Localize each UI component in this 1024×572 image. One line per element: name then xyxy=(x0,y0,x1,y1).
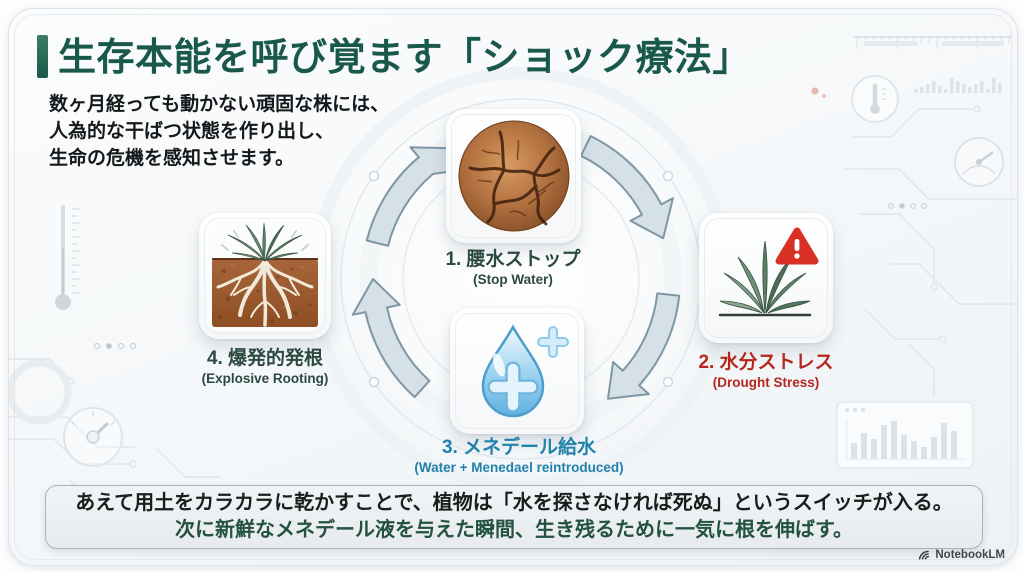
step2-label-en: (Drought Stress) xyxy=(712,375,820,390)
summary-line-1: あえて用土をカラカラに乾かすことで、植物は「水を探さなければ死ぬ」というスイッチ… xyxy=(75,492,953,514)
mini-window-chart-icon xyxy=(836,401,974,469)
step3-label-jp: 3. メネデール給水 xyxy=(441,437,597,458)
step2-label: 2. 水分ストレス (Drought Stress) xyxy=(656,352,876,391)
step1-label-jp: 1. 腰水ストップ xyxy=(445,249,581,270)
pink-dots xyxy=(811,87,827,99)
arrow-step1-to-step2 xyxy=(580,135,674,240)
warning-triangle-icon xyxy=(775,227,819,265)
cracked-soil-image xyxy=(458,120,569,232)
step1-label: 1. 腰水ストップ (Stop Water) xyxy=(403,249,623,288)
ring-icon-left xyxy=(9,359,72,425)
subtitle: 数ヶ月経っても動かない頑固な株には、 人為的な干ばつ状態を作り出し、 生命の危機… xyxy=(49,91,389,172)
thermometer-circle-icon xyxy=(851,75,899,123)
step3-label-en: (Water + Menedael reintroduced) xyxy=(414,460,624,475)
step4-label-jp: 4. 爆発的発根 xyxy=(206,348,324,369)
step3-label: 3. メネデール給水 (Water + Menedael reintroduce… xyxy=(387,437,651,476)
infographic-slide: 生存本能を呼び覚ます「ショック療法」 数ヶ月経っても動かない頑固な株には、 人為… xyxy=(8,8,1018,566)
summary-box: あえて用土をカラカラに乾かすことで、植物は「水を探さなければ死ぬ」というスイッチ… xyxy=(45,485,983,549)
page-title: 生存本能を呼び覚ます「ショック療法」 xyxy=(58,37,752,79)
step1-label-en: (Stop Water) xyxy=(473,272,553,287)
dots-row-left xyxy=(93,342,137,350)
subtitle-line: 数ヶ月経っても動かない頑固な株には、 xyxy=(49,94,390,115)
step4-label: 4. 爆発的発根 (Explosive Rooting) xyxy=(155,348,375,387)
brand-name: NotebookLM xyxy=(935,548,1005,561)
bar-chart-icon xyxy=(914,78,1002,93)
step1-card xyxy=(446,109,581,243)
thermometer-icon-left xyxy=(55,205,80,310)
brand-footer: NotebookLM xyxy=(918,548,1005,561)
subtitle-line: 人為的な干ばつ状態を作り出し、 xyxy=(49,121,335,142)
summary-line-2: 次に新鮮なメネデール液を与えた瞬間、生き残るために一気に根を伸ばす。 xyxy=(175,519,853,541)
step2-card xyxy=(699,213,833,343)
title-accent-bar xyxy=(37,35,48,78)
subtitle-line: 生命の危機を感知させます。 xyxy=(49,148,295,169)
water-drop-image xyxy=(481,324,569,418)
notebooklm-logo-icon xyxy=(919,550,930,560)
circuit-traces-right xyxy=(844,105,1017,397)
step4-card xyxy=(199,213,331,339)
dots-row-right xyxy=(887,203,927,210)
gauge-icon-left xyxy=(63,407,123,467)
step4-label-en: (Explosive Rooting) xyxy=(201,371,329,386)
arrow-step3-to-step4 xyxy=(351,278,431,399)
ruler-icon xyxy=(854,36,1012,49)
agave-plant-image xyxy=(718,227,819,317)
cycle-arrows xyxy=(351,135,681,400)
arrow-step2-to-step3 xyxy=(607,292,681,400)
roots-image xyxy=(208,221,322,331)
step3-card xyxy=(450,308,584,434)
gauge-icon-right xyxy=(954,137,1004,187)
step2-label-jp: 2. 水分ストレス xyxy=(698,352,834,373)
